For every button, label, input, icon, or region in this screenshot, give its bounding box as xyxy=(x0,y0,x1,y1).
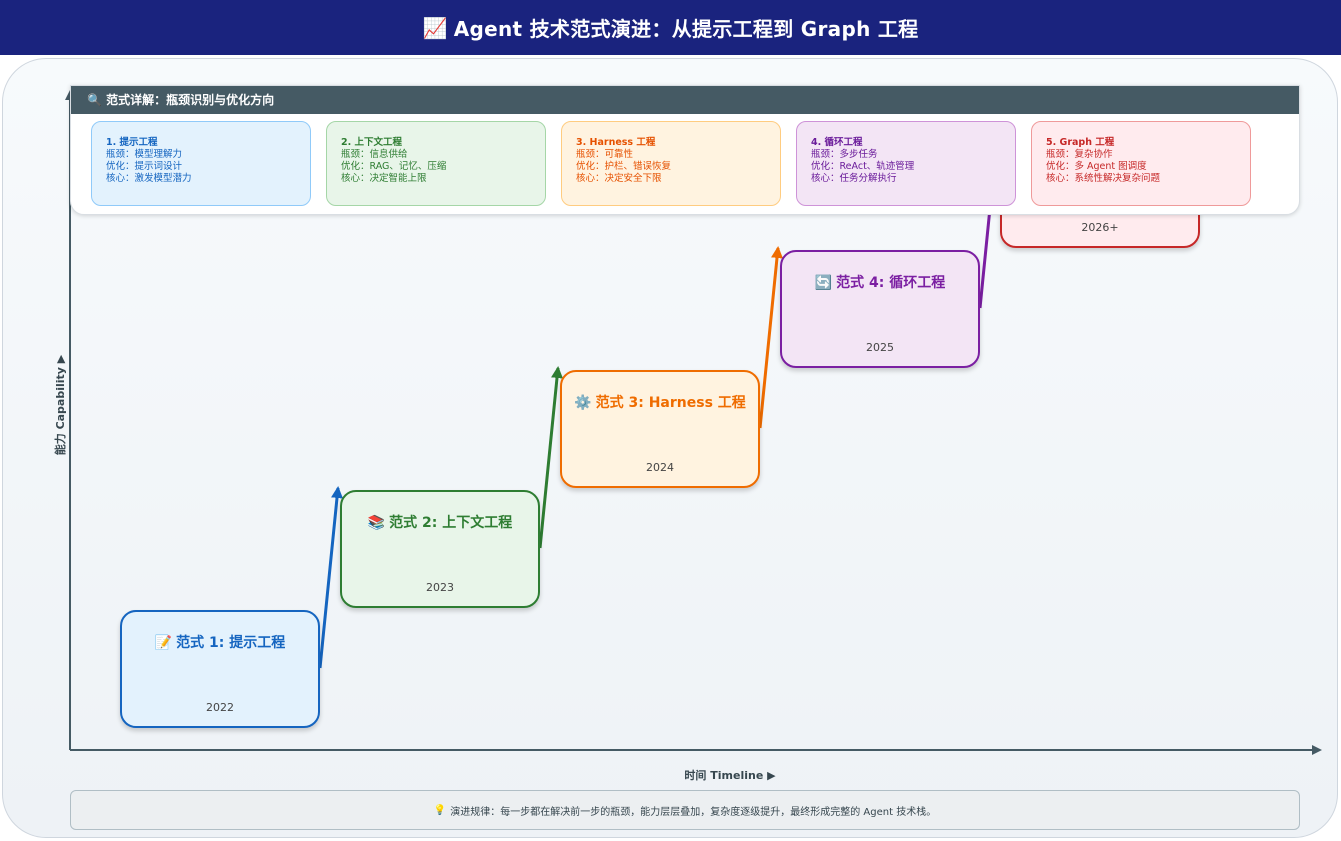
step-year: 2025 xyxy=(866,341,894,354)
step-title: 📝范式 1: 提示工程 xyxy=(154,635,286,651)
card-line: 瓶颈：模型理解力 xyxy=(106,149,183,160)
card-line: 瓶颈：多步任务 xyxy=(811,149,878,160)
lightbulb-icon: 💡 xyxy=(433,804,447,816)
card-title: 3. Harness 工程 xyxy=(576,137,656,148)
page-title: 📈 Agent 技术范式演进：从提示工程到 Graph 工程 xyxy=(0,0,1341,55)
magnifier-icon: 🔍 xyxy=(87,93,102,107)
card-title: 4. 循环工程 xyxy=(811,137,863,148)
card-line: 优化：提示词设计 xyxy=(106,161,183,172)
step-arrow-1 xyxy=(318,486,343,669)
step-box-4: 🔄范式 4: 循环工程 2025 xyxy=(780,250,980,368)
memo-icon: 📝 xyxy=(154,635,173,651)
step-title: 🔄范式 4: 循环工程 xyxy=(814,275,946,291)
chart-increasing-icon: 📈 xyxy=(422,15,448,40)
card-line: 瓶颈：复杂协作 xyxy=(1046,149,1113,160)
cycle-icon: 🔄 xyxy=(814,275,833,291)
gear-icon: ⚙️ xyxy=(574,395,592,411)
card-line: 核心：任务分解执行 xyxy=(811,173,897,184)
step-box-1: 📝范式 1: 提示工程 2022 xyxy=(120,610,320,728)
card-line: 核心：系统性解决复杂问题 xyxy=(1046,173,1161,184)
step-arrow-3 xyxy=(758,246,783,429)
page-title-text: Agent 技术范式演进：从提示工程到 Graph 工程 xyxy=(453,17,919,41)
card-title: 1. 提示工程 xyxy=(106,137,158,148)
detail-card-5: 5. Graph 工程瓶颈：复杂协作优化：多 Agent 图调度核心：系统性解决… xyxy=(1031,121,1251,206)
card-line: 核心：决定智能上限 xyxy=(341,173,427,184)
card-title: 5. Graph 工程 xyxy=(1046,137,1115,148)
card-title: 2. 上下文工程 xyxy=(341,137,403,148)
books-icon: 📚 xyxy=(367,515,386,531)
step-title: 📚范式 2: 上下文工程 xyxy=(367,515,513,531)
detail-card-4: 4. 循环工程瓶颈：多步任务优化：ReAct、轨迹管理核心：任务分解执行 xyxy=(796,121,1016,206)
step-title: ⚙️范式 3: Harness 工程 xyxy=(574,395,746,411)
step-year: 2023 xyxy=(426,581,454,594)
step-year: 2022 xyxy=(206,701,234,714)
step-year: 2024 xyxy=(646,461,674,474)
detail-panel: 🔍 范式详解：瓶颈识别与优化方向 1. 提示工程瓶颈：模型理解力优化：提示词设计… xyxy=(70,85,1300,215)
card-line: 核心：激发模型潜力 xyxy=(106,173,192,184)
step-arrow-2 xyxy=(538,366,563,549)
footer-text: 演进规律：每一步都在解决前一步的瓶颈，能力层层叠加，复杂度逐级提升，最终形成完整… xyxy=(450,806,937,818)
step-year: 2026+ xyxy=(1081,221,1119,234)
card-line: 优化：多 Agent 图调度 xyxy=(1046,161,1147,172)
card-line: 优化：ReAct、轨迹管理 xyxy=(811,161,915,172)
detail-header: 🔍 范式详解：瓶颈识别与优化方向 xyxy=(71,86,1299,114)
card-line: 优化：护栏、错误恢复 xyxy=(576,161,672,172)
card-line: 优化：RAG、记忆、压缩 xyxy=(341,161,447,172)
step-box-2: 📚范式 2: 上下文工程 2023 xyxy=(340,490,540,608)
detail-title: 范式详解：瓶颈识别与优化方向 xyxy=(106,93,275,107)
card-line: 瓶颈：信息供给 xyxy=(341,149,408,160)
footer-note: 💡 演进规律：每一步都在解决前一步的瓶颈，能力层层叠加，复杂度逐级提升，最终形成… xyxy=(70,790,1300,830)
step-box-3: ⚙️范式 3: Harness 工程 2024 xyxy=(560,370,760,488)
detail-card-3: 3. Harness 工程瓶颈：可靠性优化：护栏、错误恢复核心：决定安全下限 xyxy=(561,121,781,206)
detail-card-1: 1. 提示工程瓶颈：模型理解力优化：提示词设计核心：激发模型潜力 xyxy=(91,121,311,206)
card-line: 核心：决定安全下限 xyxy=(576,173,662,184)
card-line: 瓶颈：可靠性 xyxy=(576,149,634,160)
x-axis-label: 时间 Timeline ▶ xyxy=(684,769,776,782)
detail-card-2: 2. 上下文工程瓶颈：信息供给优化：RAG、记忆、压缩核心：决定智能上限 xyxy=(326,121,546,206)
